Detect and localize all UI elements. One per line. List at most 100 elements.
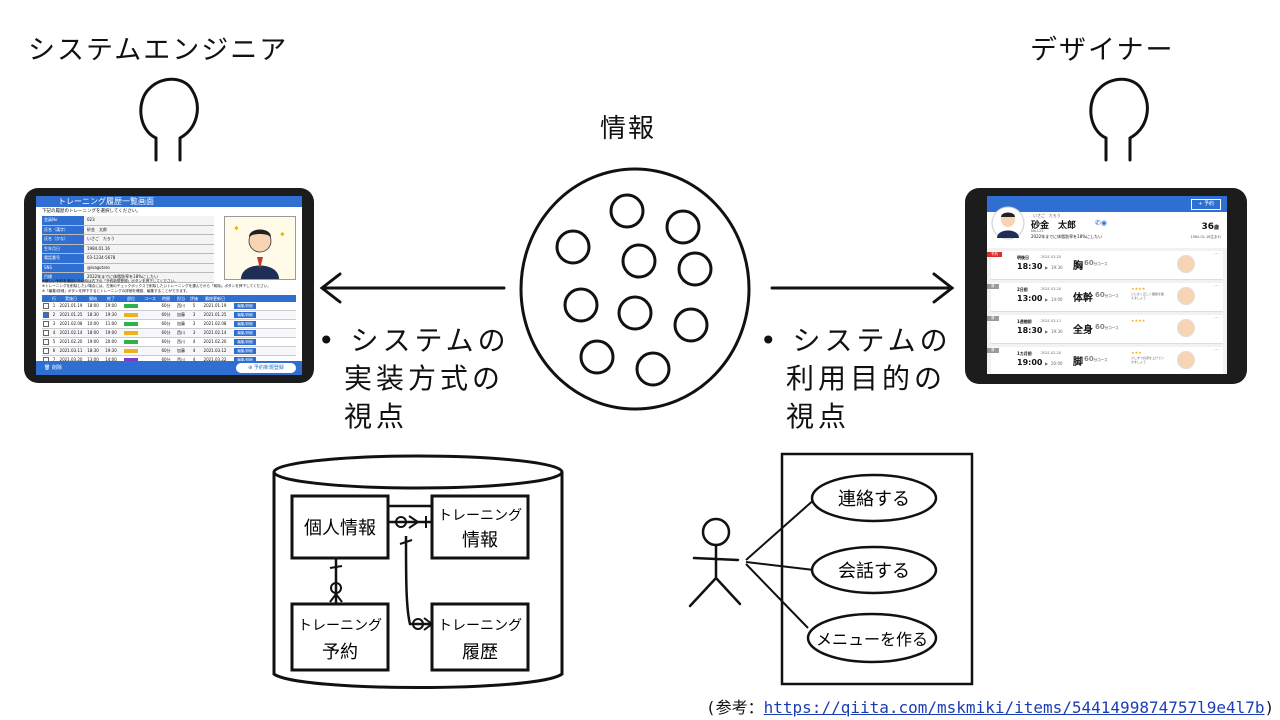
reference: (参考：https://qiita.com/mskmiki/items/5441… [706,698,1275,717]
table-cell: 2021.02.20 [59,339,83,344]
table-header-cell: 行 [52,296,56,301]
table-cell: 2021.02.14 [203,330,227,335]
table-cell: 18:00 [87,303,99,308]
card-stars: ★★★★ [1131,318,1146,323]
row-checkbox[interactable] [42,311,50,319]
card-stars: ★★★ [1131,350,1142,355]
more-icon[interactable]: ··· [1214,315,1219,321]
reference-link[interactable]: https://qiita.com/mskmiki/items/54414998… [763,698,1265,717]
card-body-part: 全身 [1073,325,1093,336]
table-cell: 3 [192,321,196,326]
info-title: 情報 [600,114,657,144]
table-cell: 10:00 [87,321,99,326]
row-checkbox[interactable] [42,329,50,337]
more-icon[interactable]: ··· [1214,347,1219,353]
row-checkbox[interactable] [42,347,50,355]
new-reservation-button[interactable]: ⊕ 予約新規登録 [236,363,296,373]
more-icon[interactable]: ··· [1214,283,1219,289]
table-cell: 60分 [161,303,171,308]
body-part-badge [120,338,142,346]
table-cell: 加藤 [177,321,185,326]
screen-subtitle: 下記の履歴のトレーニングを選択してください。 [42,209,141,214]
table-cell: 2021.01.19 [203,303,227,308]
table-cell: 60分 [161,348,171,353]
table-cell: 60分 [161,330,171,335]
play-icon: ▶ [1045,297,1049,302]
profile-field-row: 氏名（漢字）砂金 太郎 [42,225,214,235]
table-cell: 4 [192,339,196,344]
card-stars: ★★★★ [1131,286,1146,291]
edit-detail-button[interactable]: 編集/詳細 [230,320,260,328]
card-time: 19:00 [1017,358,1043,367]
svg-text:✦: ✦ [233,224,240,233]
table-cell: 5 [52,339,56,344]
add-reservation-button[interactable]: + 予約 [1191,199,1221,210]
member-goal: 2022年までに体脂肪率を18%にしたい [1031,234,1103,239]
play-icon: ▶ [1045,361,1049,366]
table-cell: 4 [192,348,196,353]
row-checkbox[interactable] [42,302,50,310]
table-cell: 2021.02.08 [203,321,227,326]
edit-detail-button[interactable]: 編集/詳細 [230,347,260,355]
row-checkbox[interactable] [42,320,50,328]
trainer-avatar-icon [1177,287,1195,305]
table-cell: 6 [52,348,56,353]
table-header-cell: 担当 [177,296,185,301]
entity-personal-info [290,494,390,560]
designer-person-icon [1089,77,1149,162]
edit-detail-button[interactable]: 編集/詳細 [230,311,260,319]
edit-detail-button[interactable]: 編集/詳細 [230,356,260,364]
table-cell: 4 [52,330,56,335]
play-icon: ▶ [1045,265,1049,270]
designer-tablet: + 予約 いさご たろう 砂金 太郎 ✆◉ No.123 2022年までに体脂肪… [965,188,1247,384]
plus-circle-icon: ⊕ [248,365,253,371]
svg-text:予約: 予約 [322,642,358,663]
table-cell: 西川 [177,303,185,308]
table-cell [142,320,158,328]
table-cell: 5 [192,303,196,308]
edit-detail-button[interactable]: 編集/詳細 [230,329,260,337]
table-cell: 14:00 [105,357,117,362]
table-cell: 西川 [177,330,185,335]
more-icon[interactable]: ··· [1214,251,1219,257]
table-cell: 2021.03.20 [59,357,83,362]
usecase-contact: 連絡する [838,489,910,510]
card-body-part: 胸 [1073,261,1083,272]
field-key: 氏名（漢字） [42,225,84,234]
table-cell: 西川 [177,357,185,362]
phone-chat-icon[interactable]: ✆◉ [1095,219,1107,227]
body-part-badge [120,356,142,364]
usecase-make-menu: メニューを作る [816,630,928,649]
edit-detail-button[interactable]: 編集/詳細 [230,302,260,310]
row-checkbox[interactable] [42,338,50,346]
field-value: @isagotaro [84,263,214,272]
delete-button[interactable]: 🗑 削除 [44,365,62,371]
card-body-part: 脚 [1073,357,1083,368]
table-cell [142,311,158,319]
field-value: 03-1234-5678 [84,254,214,263]
table-cell: 60分 [161,339,171,344]
table-cell: 18:00 [87,330,99,335]
edit-detail-button[interactable]: 編集/詳細 [230,338,260,346]
engineer-tablet: トレーニング履歴一覧画面 下記の履歴のトレーニングを選択してください。 会員No… [24,188,314,383]
body-part-badge [120,347,142,355]
table-cell: 2021.01.19 [59,303,83,308]
bullet: • [760,324,781,357]
er-diagram: 個人情報 トレーニング 情報 トレーニング 予約 トレーニング 履歴 [272,454,564,689]
table-cell [142,347,158,355]
field-value: いさご たろう [84,235,214,244]
svg-text:✦: ✦ [279,230,286,239]
notes: ※新しい予約を追加したい時は右下の「予約新規登録」ボタンを押下してください。 ※… [42,279,271,293]
table-header-cell: 評価 [190,296,198,301]
